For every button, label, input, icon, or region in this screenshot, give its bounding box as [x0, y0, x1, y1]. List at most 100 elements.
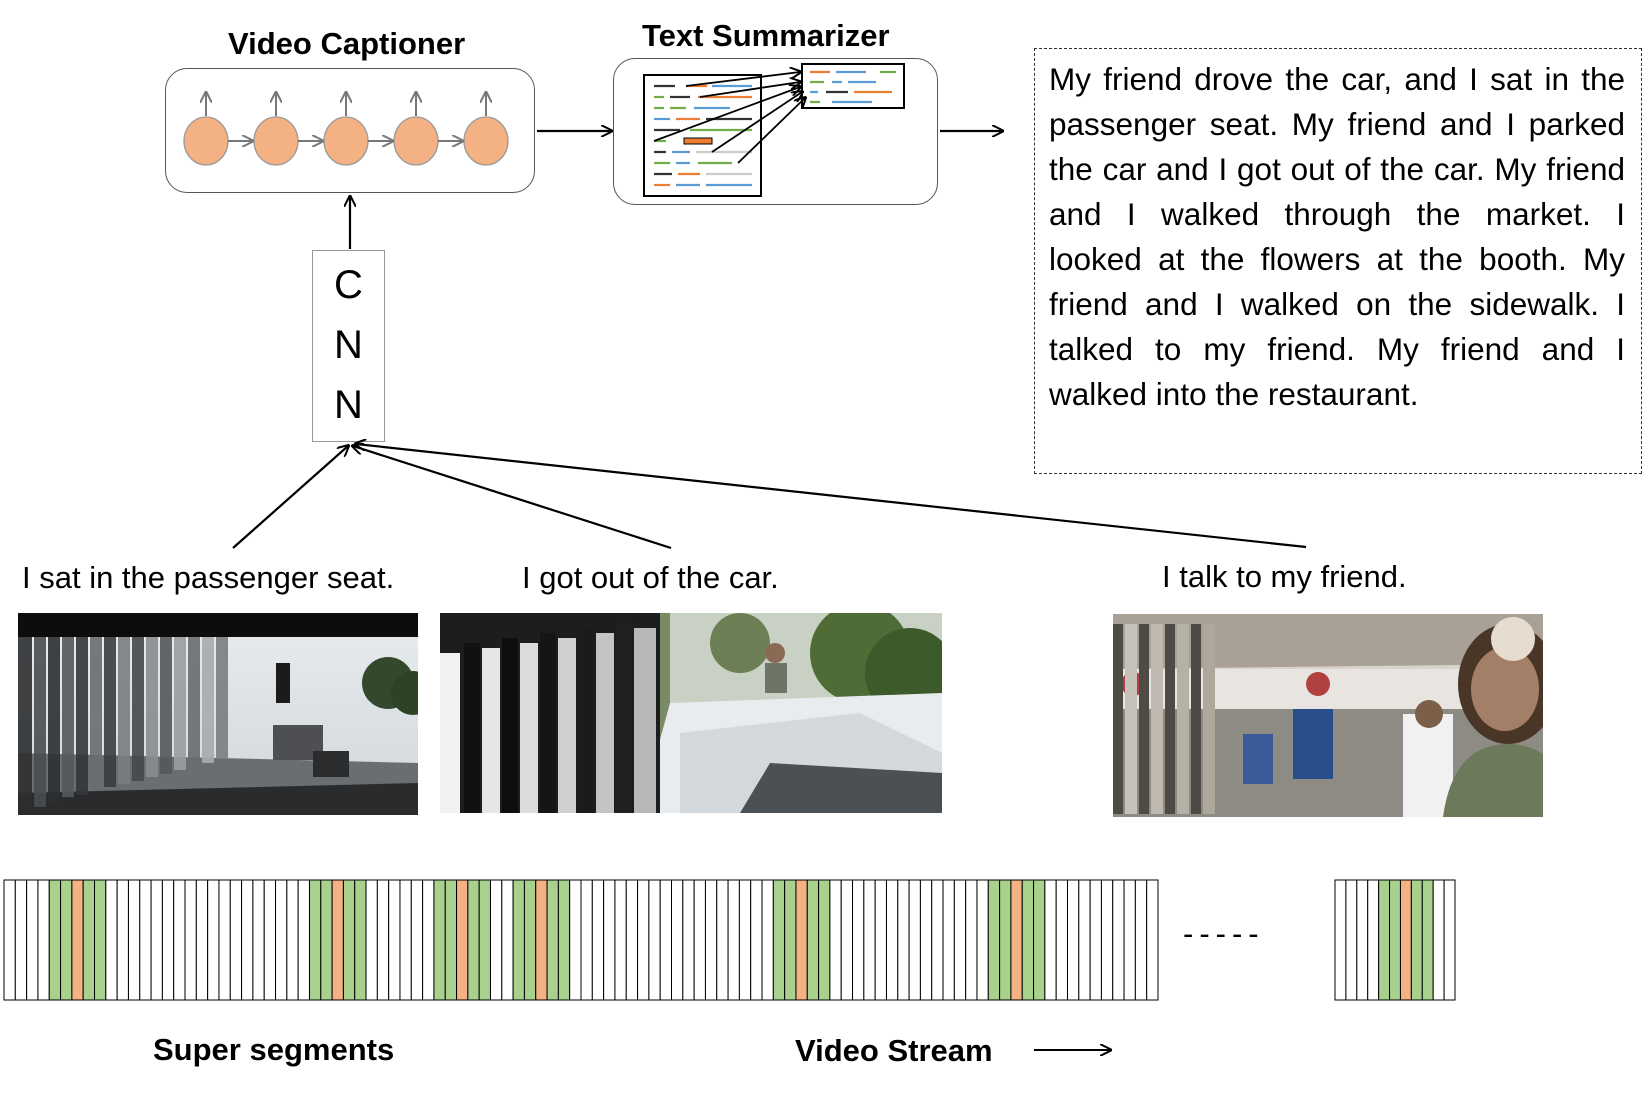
video-frame-cell	[908, 879, 921, 1001]
video-frame-cell	[218, 879, 231, 1001]
video-frame-cell	[569, 879, 582, 1001]
rnn-output-arrows	[206, 93, 486, 116]
video-stream-timeline-end	[1334, 879, 1456, 1001]
video-frame-cell	[1334, 879, 1347, 1001]
video-frame-cell	[671, 879, 684, 1001]
video-frame-cell	[388, 879, 401, 1001]
video-frame-cell	[874, 879, 887, 1001]
video-frame-cell	[942, 879, 955, 1001]
video-clip-thumbnail-1	[18, 613, 418, 815]
video-frame-cell	[546, 879, 559, 1001]
video-frame-cell	[3, 879, 16, 1001]
video-frame-cell	[1345, 879, 1358, 1001]
video-frame-cell	[410, 879, 424, 1001]
video-frame-cell	[229, 879, 243, 1001]
rnn-node	[393, 116, 439, 166]
caption-to-cnn-arrow	[356, 444, 1307, 549]
video-frame-cell	[738, 879, 752, 1001]
video-clip-thumbnail-3	[1113, 614, 1543, 817]
video-frame-cell	[184, 879, 197, 1001]
video-frame-cell	[637, 879, 650, 1001]
video-frame-cell	[501, 879, 514, 1001]
clip-caption-1: I sat in the passenger seat.	[22, 560, 395, 595]
video-frame-cell	[591, 879, 605, 1001]
video-frame-cell	[1389, 879, 1401, 1001]
video-frame-cell	[71, 879, 84, 1001]
document-icon-large	[643, 74, 762, 197]
video-frame-cell	[1432, 879, 1445, 1001]
video-frame-cell	[14, 879, 28, 1001]
video-frame-cell	[603, 879, 616, 1001]
rnn-node	[183, 116, 229, 166]
video-frame-cell	[342, 879, 356, 1001]
video-frame-cell	[535, 879, 548, 1001]
cnn-letter: N	[334, 383, 363, 427]
video-frame-cell	[478, 879, 491, 1001]
video-frame-cell	[82, 879, 96, 1001]
video-frame-cell	[1078, 879, 1091, 1001]
video-frame-cell	[727, 879, 740, 1001]
video-frame-cell	[1044, 879, 1057, 1001]
video-frame-cell	[863, 879, 876, 1001]
video-frame-cell	[976, 879, 989, 1001]
video-frame-cell	[48, 879, 62, 1001]
video-frame-cell	[1100, 879, 1114, 1001]
video-frame-cell	[648, 879, 661, 1001]
video-frame-cell	[795, 879, 808, 1001]
video-frame-cell	[1146, 879, 1159, 1001]
video-frame-cell	[931, 879, 944, 1001]
video-frame-cell	[1443, 879, 1456, 1001]
video-frame-cell	[659, 879, 673, 1001]
cnn-letter: C	[334, 263, 363, 307]
video-frame-cell	[354, 879, 367, 1001]
text-summarizer-title: Text Summarizer	[642, 18, 890, 53]
video-frame-cell	[308, 879, 322, 1001]
summary-text: My friend drove the car, and I sat in th…	[1049, 61, 1625, 412]
video-frame-cell	[320, 879, 333, 1001]
video-frame-cell	[331, 879, 344, 1001]
video-frame-cell	[1378, 879, 1391, 1001]
video-frame-cell	[999, 879, 1012, 1001]
video-frame-cell	[682, 879, 695, 1001]
rnn-node	[463, 116, 509, 166]
video-frame-cell	[852, 879, 865, 1001]
cnn-box: C N N	[312, 250, 385, 442]
video-frame-cell	[161, 879, 175, 1001]
video-frame-cell	[263, 879, 277, 1001]
video-frame-cell	[139, 879, 152, 1001]
video-frame-cell	[1123, 879, 1136, 1001]
rnn-node	[253, 116, 299, 166]
video-frame-cell	[275, 879, 288, 1001]
video-frame-cell	[116, 879, 129, 1001]
video-frame-cell	[987, 879, 1001, 1001]
video-frame-cell	[1410, 879, 1423, 1001]
video-frame-cell	[1033, 879, 1046, 1001]
clip-caption-3: I talk to my friend.	[1162, 559, 1407, 594]
video-frame-cell	[207, 879, 220, 1001]
video-frame-cell	[37, 879, 50, 1001]
video-frame-cell	[60, 879, 73, 1001]
caption-to-cnn-arrow	[232, 446, 348, 549]
video-frame-cell	[557, 879, 571, 1001]
video-frame-cell	[26, 879, 39, 1001]
super-segments-label: Super segments	[153, 1032, 395, 1067]
cnn-letter: N	[334, 323, 363, 367]
summary-output-box: My friend drove the car, and I sat in th…	[1034, 48, 1642, 474]
video-frame-cell	[444, 879, 458, 1001]
video-frame-cell	[365, 879, 378, 1001]
video-frame-cell	[523, 879, 537, 1001]
clip-caption-2: I got out of the car.	[522, 560, 779, 595]
video-frame-cell	[297, 879, 310, 1001]
video-frame-cell	[94, 879, 107, 1001]
timeline-ellipsis: -----	[1183, 916, 1265, 951]
video-frame-cell	[173, 879, 186, 1001]
video-frame-cell	[399, 879, 412, 1001]
video-frame-cell	[625, 879, 639, 1001]
video-frame-cell	[456, 879, 469, 1001]
video-frame-cell	[1021, 879, 1035, 1001]
video-frame-cell	[241, 879, 254, 1001]
video-frame-cell	[919, 879, 933, 1001]
video-captioner-title: Video Captioner	[228, 26, 466, 61]
video-frame-cell	[467, 879, 480, 1001]
video-stream-timeline	[3, 879, 1159, 1001]
